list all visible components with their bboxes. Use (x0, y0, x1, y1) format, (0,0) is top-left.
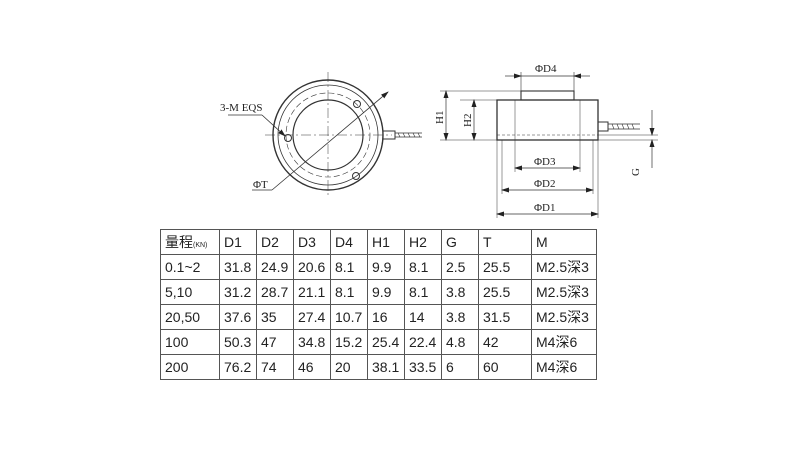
side-view (440, 72, 658, 218)
header-cell: D4 (330, 229, 368, 255)
table-cell: 27.4 (293, 304, 331, 330)
table-cell: 8.1 (404, 254, 442, 280)
table-cell: 15.2 (330, 329, 368, 355)
table-cell: 8.1 (404, 279, 442, 305)
table-cell: 46 (293, 354, 331, 380)
table-cell: 33.5 (404, 354, 442, 380)
d2-label: ΦD2 (534, 178, 555, 190)
table-cell: 34.8 (293, 329, 331, 355)
table-cell: 8.1 (330, 254, 368, 280)
table-cell: M2.5深3 (531, 279, 597, 305)
mount-hole (284, 134, 292, 142)
table-cell: 25.5 (478, 254, 532, 280)
table-cell: 5,10 (160, 279, 220, 305)
table-row: 20,50 37.6 35 27.4 10.7 16 14 3.8 31.5 M… (160, 304, 597, 330)
header-cell: M (531, 229, 597, 255)
header-range: 量程(KN) (160, 229, 220, 255)
mount-hole (352, 172, 360, 180)
range-unit: (KN) (193, 242, 208, 249)
cable (395, 132, 422, 138)
table-cell: 6 (441, 354, 479, 380)
table-cell: 28.7 (256, 279, 294, 305)
d4-label: ΦD4 (535, 63, 557, 75)
holes-label: 3-M EQS (220, 102, 262, 114)
table-cell: 2.5 (441, 254, 479, 280)
cable-hatch (397, 132, 421, 138)
table-cell: 20 (330, 354, 368, 380)
table-row: 5,10 31.2 28.7 21.1 8.1 9.9 8.1 3.8 25.5… (160, 279, 597, 305)
table-cell: 10.7 (330, 304, 368, 330)
table-cell: 25.4 (367, 329, 405, 355)
table-cell: M4深6 (531, 354, 597, 380)
header-cell: T (478, 229, 532, 255)
diameter-t-line (271, 91, 389, 191)
table-cell: 74 (256, 354, 294, 380)
spec-table: 量程(KN) D1 D2 D3 D4 H1 H2 G T M 0.1~2 31.… (160, 229, 597, 380)
table-cell: 100 (160, 329, 220, 355)
table-cell: 24.9 (256, 254, 294, 280)
cable-gland (383, 130, 396, 140)
g-label: G (630, 168, 642, 176)
table-cell: 21.1 (293, 279, 331, 305)
d3-label: ΦD3 (534, 156, 556, 168)
table-cell: 31.8 (219, 254, 257, 280)
header-cell: H2 (404, 229, 442, 255)
d1-label: ΦD1 (534, 202, 555, 214)
table-cell: 35 (256, 304, 294, 330)
header-cell: D1 (219, 229, 257, 255)
h2-label: H2 (462, 114, 474, 127)
table-cell: 31.2 (219, 279, 257, 305)
table-cell: 25.5 (478, 279, 532, 305)
side-cable-gland (597, 121, 609, 132)
table-cell: 60 (478, 354, 532, 380)
header-cell: G (441, 229, 479, 255)
h1-label: H1 (434, 111, 446, 124)
table-cell: M4深6 (531, 329, 597, 355)
table-cell: 14 (404, 304, 442, 330)
table-cell: 76.2 (219, 354, 257, 380)
holes-leader (261, 114, 286, 137)
table-header-row: 量程(KN) D1 D2 D3 D4 H1 H2 G T M (160, 229, 597, 255)
table-cell: 8.1 (330, 279, 368, 305)
table-cell: 3.8 (441, 279, 479, 305)
table-cell: 16 (367, 304, 405, 330)
mount-hole (353, 100, 361, 108)
table-cell: 4.8 (441, 329, 479, 355)
table-row: 200 76.2 74 46 20 38.1 33.5 6 60 M4深6 (160, 354, 597, 380)
table-cell: 31.5 (478, 304, 532, 330)
table-cell: 9.9 (367, 254, 405, 280)
header-cell: D3 (293, 229, 331, 255)
top-view (228, 72, 422, 198)
table-cell: 20,50 (160, 304, 220, 330)
table-row: 100 50.3 47 34.8 15.2 25.4 22.4 4.8 42 M… (160, 329, 597, 355)
table-cell: 20.6 (293, 254, 331, 280)
table-cell: 3.8 (441, 304, 479, 330)
range-label: 量程 (165, 234, 193, 250)
table-cell: M2.5深3 (531, 254, 597, 280)
table-row: 0.1~2 31.8 24.9 20.6 8.1 9.9 8.1 2.5 25.… (160, 254, 597, 280)
table-cell: 200 (160, 354, 220, 380)
table-cell: 37.6 (219, 304, 257, 330)
t-label: ΦT (253, 179, 268, 191)
table-cell: 42 (478, 329, 532, 355)
table-cell: M2.5深3 (531, 304, 597, 330)
table-cell: 0.1~2 (160, 254, 220, 280)
header-cell: H1 (367, 229, 405, 255)
table-cell: 22.4 (404, 329, 442, 355)
table-cell: 50.3 (219, 329, 257, 355)
body-outline (496, 99, 599, 141)
table-cell: 9.9 (367, 279, 405, 305)
technical-drawing: 3-M EQS ΦT (220, 63, 658, 218)
table-cell: 47 (256, 329, 294, 355)
side-cable-hatch (611, 123, 635, 130)
top-boss (520, 90, 575, 101)
header-cell: D2 (256, 229, 294, 255)
table-cell: 38.1 (367, 354, 405, 380)
